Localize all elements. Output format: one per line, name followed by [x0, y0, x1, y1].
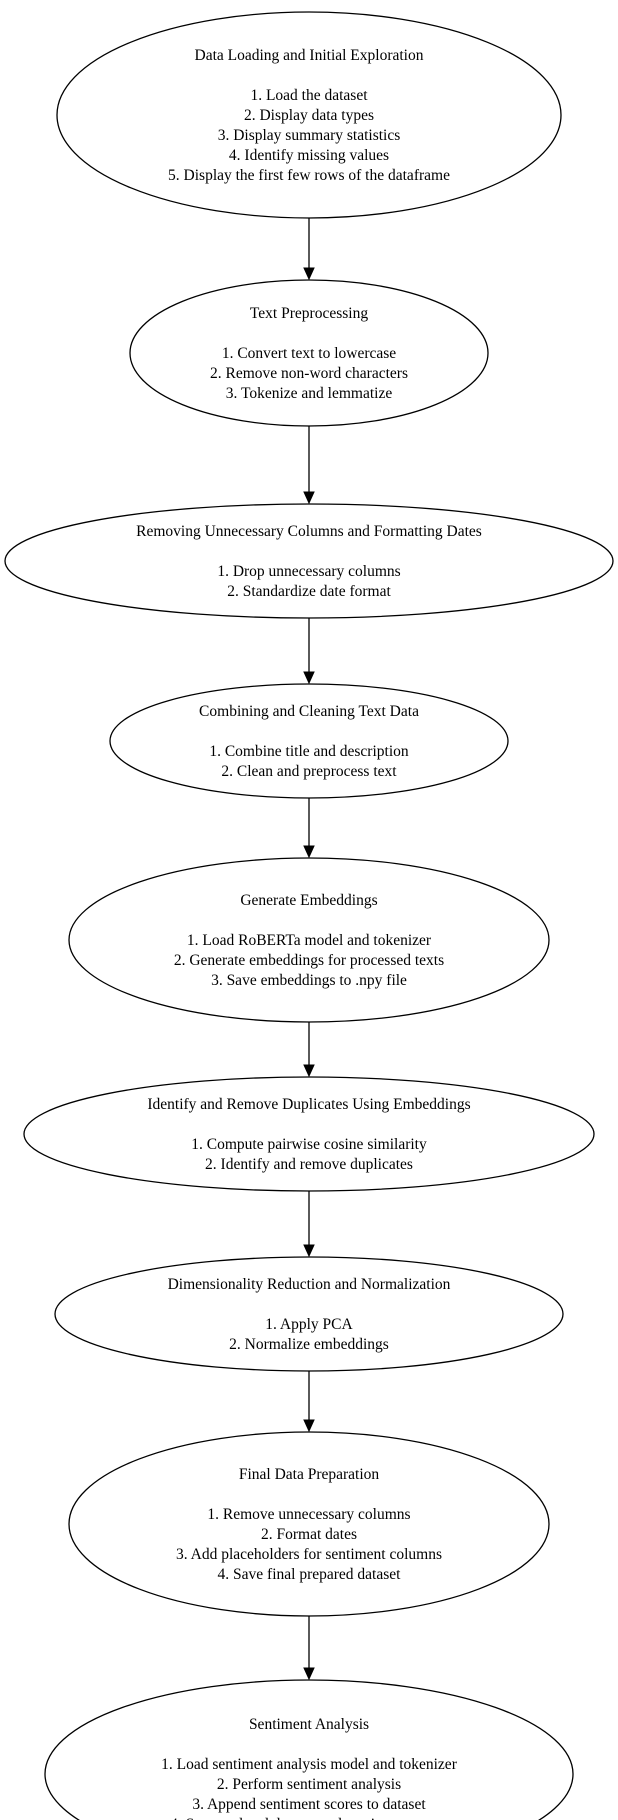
arrowhead — [303, 267, 315, 281]
edge-arrow — [303, 618, 315, 685]
node-title: Data Loading and Initial Exploration — [195, 47, 424, 64]
node-title: Combining and Cleaning Text Data — [199, 703, 419, 720]
process-node: Removing Unnecessary Columns and Formatt… — [4, 503, 614, 619]
edges-layer — [303, 218, 315, 1681]
node-step: 2. Generate embeddings for processed tex… — [174, 952, 444, 969]
process-node: Sentiment Analysis 1. Load sentiment anal… — [44, 1679, 574, 1820]
node-ellipse — [23, 1076, 595, 1192]
node-step: 4. Save updated dataset and sentiment te… — [170, 1816, 448, 1820]
node-ellipse — [129, 279, 489, 427]
process-node: Data Loading and Initial Exploration 1. L… — [56, 11, 562, 219]
arrowhead — [303, 1064, 315, 1078]
edge-arrow — [303, 1022, 315, 1078]
node-step: 2. Normalize embeddings — [229, 1336, 389, 1353]
node-step: 3. Append sentiment scores to dataset — [192, 1796, 426, 1813]
edge-arrow — [303, 1191, 315, 1258]
node-step: 2. Perform sentiment analysis — [217, 1776, 401, 1793]
process-node: Final Data Preparation 1. Remove unnecess… — [68, 1431, 550, 1617]
arrowhead — [303, 491, 315, 505]
node-title: Sentiment Analysis — [249, 1716, 369, 1733]
node-step: 1. Load sentiment analysis model and tok… — [161, 1756, 458, 1773]
edge-arrow — [303, 218, 315, 281]
node-step: 3. Display summary statistics — [218, 127, 401, 144]
node-step: 3. Tokenize and lemmatize — [226, 385, 393, 402]
edge-arrow — [303, 1616, 315, 1681]
arrowhead — [303, 1419, 315, 1433]
arrowhead — [303, 845, 315, 859]
node-step: 1. Convert text to lowercase — [222, 345, 396, 362]
node-step: 2. Clean and preprocess text — [221, 763, 397, 780]
node-step: 5. Display the first few rows of the dat… — [168, 167, 450, 184]
node-step: 3. Add placeholders for sentiment column… — [176, 1546, 442, 1563]
node-step: 1. Compute pairwise cosine similarity — [191, 1136, 427, 1153]
node-step: 2. Identify and remove duplicates — [205, 1156, 413, 1173]
arrowhead — [303, 1244, 315, 1258]
node-step: 2. Remove non-word characters — [210, 365, 408, 382]
node-title: Final Data Preparation — [239, 1466, 380, 1483]
node-step: 1. Drop unnecessary columns — [217, 563, 400, 580]
node-step: 2. Format dates — [261, 1526, 357, 1543]
node-step: 4. Save final prepared dataset — [218, 1566, 402, 1583]
node-title: Identify and Remove Duplicates Using Emb… — [147, 1096, 470, 1113]
process-node: Dimensionality Reduction and Normalizati… — [54, 1256, 564, 1372]
node-step: 2. Standardize date format — [227, 583, 391, 600]
arrowhead — [303, 1667, 315, 1681]
process-node: Text Preprocessing 1. Convert text to low… — [129, 279, 489, 427]
arrowhead — [303, 671, 315, 685]
node-step: 1. Remove unnecessary columns — [207, 1506, 410, 1523]
node-step: 1. Load the dataset — [250, 87, 368, 104]
node-ellipse — [109, 683, 509, 799]
node-ellipse — [68, 857, 550, 1023]
node-ellipse — [4, 503, 614, 619]
node-ellipse — [44, 1679, 574, 1820]
node-step: 2. Display data types — [244, 107, 374, 124]
node-title: Removing Unnecessary Columns and Formatt… — [136, 523, 482, 540]
node-ellipse — [54, 1256, 564, 1372]
node-ellipse — [68, 1431, 550, 1617]
node-step: 1. Apply PCA — [265, 1316, 353, 1333]
nodes-layer: Data Loading and Initial Exploration 1. L… — [4, 11, 614, 1820]
node-ellipse — [56, 11, 562, 219]
node-step: 1. Combine title and description — [209, 743, 409, 760]
node-title: Dimensionality Reduction and Normalizati… — [168, 1276, 451, 1293]
node-step: 4. Identify missing values — [229, 147, 389, 164]
node-step: 1. Load RoBERTa model and tokenizer — [187, 932, 432, 949]
node-title: Generate Embeddings — [240, 892, 377, 909]
edge-arrow — [303, 1371, 315, 1433]
process-node: Identify and Remove Duplicates Using Emb… — [23, 1076, 595, 1192]
edge-arrow — [303, 798, 315, 859]
node-title: Text Preprocessing — [250, 305, 368, 322]
edge-arrow — [303, 426, 315, 505]
process-node: Combining and Cleaning Text Data 1. Combi… — [109, 683, 509, 799]
node-step: 3. Save embeddings to .npy file — [211, 972, 407, 989]
process-node: Generate Embeddings 1. Load RoBERTa model… — [68, 857, 550, 1023]
